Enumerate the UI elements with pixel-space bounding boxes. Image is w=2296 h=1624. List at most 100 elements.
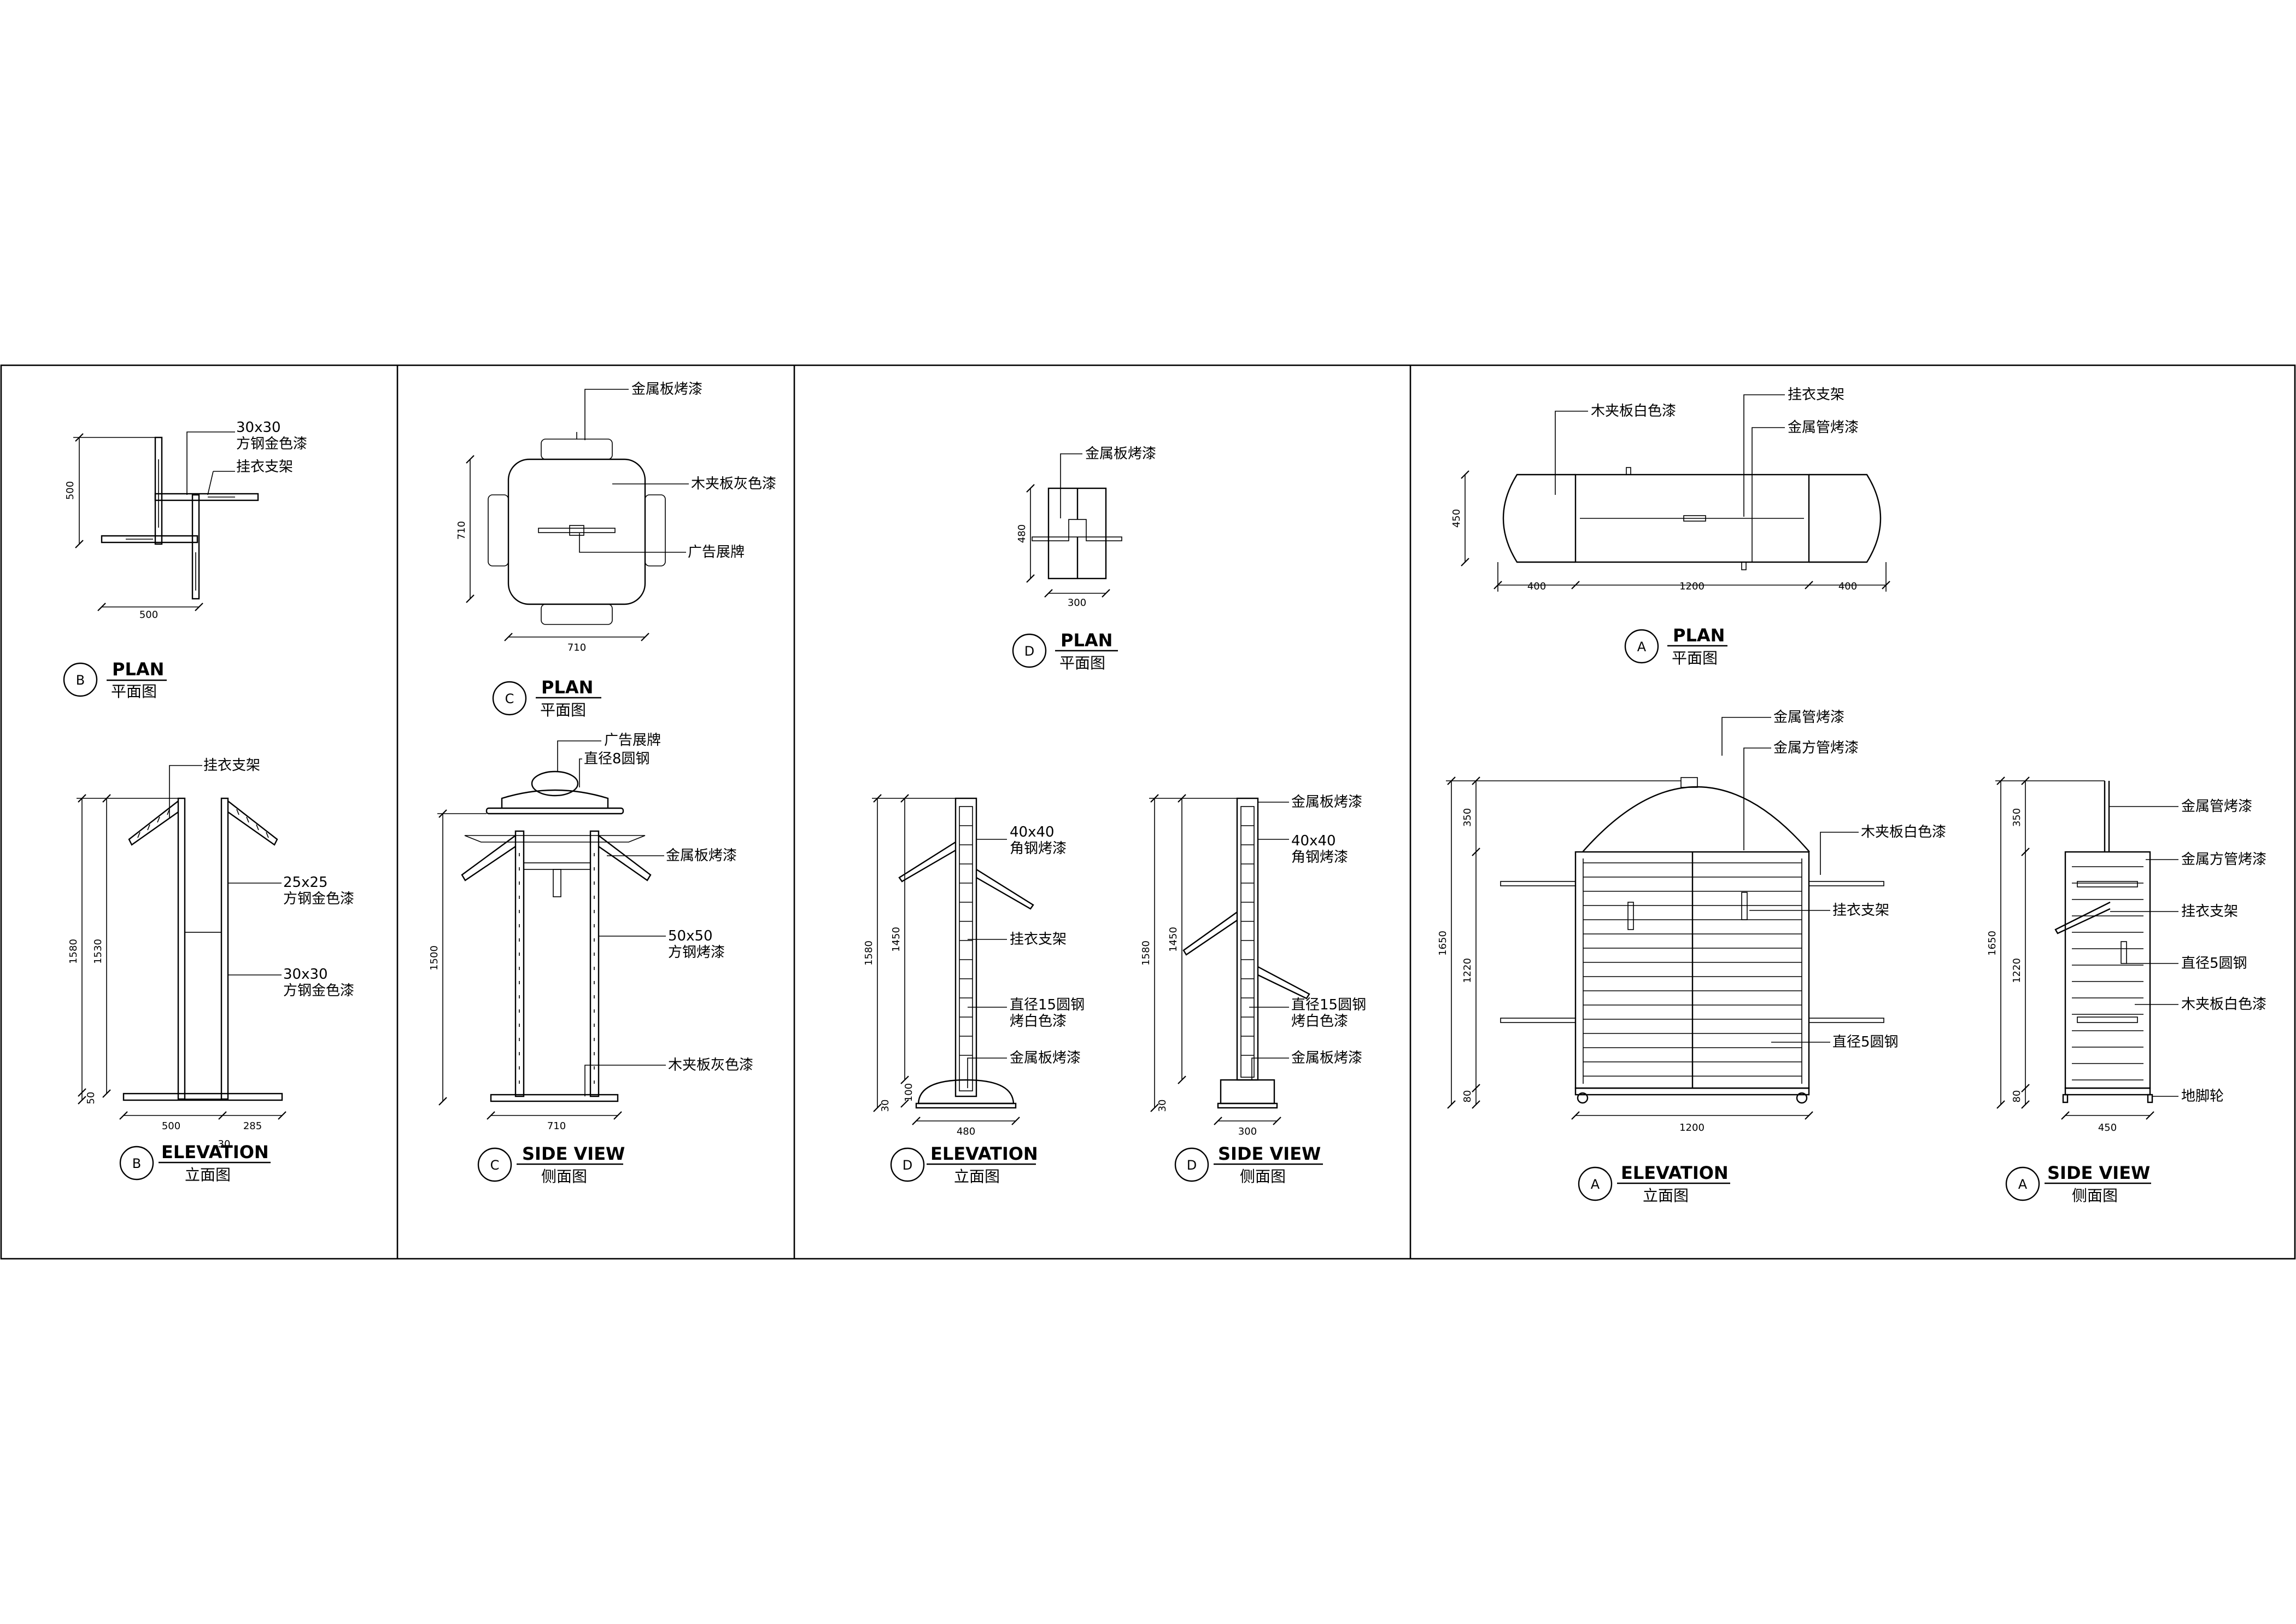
d-side-dim-total: 1580: [1140, 940, 1152, 966]
d-plan-title-zh: 平面图: [1059, 654, 1105, 672]
d-plan-title-tag: D: [1024, 644, 1034, 659]
c-plan-callout-sign: 广告展牌: [688, 544, 745, 560]
c-side-dim-height: 1500: [429, 945, 440, 971]
b-elev-title-tag: B: [132, 1156, 141, 1171]
a-side-callout-square: 金属方管烤漆: [2181, 851, 2266, 868]
d-elevation-callouts: 40x40 角钢烤漆 挂衣支架 直径15圆钢 烤白色漆 金属板烤漆: [967, 824, 1085, 1088]
d-plan-drawing: [1032, 487, 1122, 580]
a-side-dim-body: 1220: [2011, 958, 2023, 983]
b-plan-dims: 500 500: [65, 433, 203, 621]
d-elev-title-zh: 立面图: [954, 1167, 1000, 1185]
a-side-callout-wood: 木夹板白色漆: [2181, 996, 2266, 1013]
d-side-dims: 1580 1450 30 300: [1140, 794, 1281, 1137]
a-side-dim-top: 350: [2011, 808, 2023, 827]
a-side-dims: 350 1650 1220 80 450: [1987, 776, 2154, 1134]
b-elev-dim-base: 50: [85, 1092, 97, 1105]
d-elev-callout-hanger: 挂衣支架: [1010, 931, 1067, 948]
d-elev-dim-foot: 30: [880, 1100, 891, 1112]
d-side-dim-column: 1450: [1168, 927, 1179, 952]
a-plan-dim-depth: 450: [1451, 509, 1462, 528]
a-plan-dim-center: 1200: [1679, 581, 1705, 592]
c-plan-dims: 710 710: [456, 455, 649, 653]
c-plan-callout-metal: 金属板烤漆: [631, 381, 702, 398]
b-elev-dim-upper: 1530: [92, 939, 104, 964]
d-elev-dim-column: 1450: [891, 927, 902, 952]
a-side-callout-caster: 地脚轮: [2181, 1088, 2224, 1105]
panel-d: 480 300 金属板烤漆 D PLAN 平面图: [863, 446, 1366, 1185]
d-side-callout-angle: 角钢烤漆: [1291, 849, 1348, 866]
d-side-title: D SIDE VIEW 侧面图: [1174, 1143, 1323, 1185]
b-plan-dim-horz: 500: [139, 609, 158, 621]
a-side-callout-rod: 直径5圆钢: [2181, 955, 2247, 972]
a-side-dim-width: 450: [2098, 1122, 2117, 1134]
b-elevation-drawing: [122, 797, 283, 1101]
d-plan-dims: 480 300: [1016, 484, 1110, 609]
a-elev-title-tag: A: [1591, 1177, 1600, 1192]
c-side-callout-wood: 木夹板灰色漆: [668, 1057, 753, 1073]
panel-c: 710 710 金属板烤漆 木夹板灰色漆 广告展牌 C PLAN 平面图: [429, 381, 776, 1185]
c-side-drawing: [461, 770, 652, 1102]
b-plan-callout-finish: 方钢金色漆: [236, 436, 307, 452]
b-plan-dim-vert: 500: [65, 481, 76, 500]
a-side-title: A SIDE VIEW 侧面图: [2005, 1162, 2151, 1205]
a-side-callout-tube: 金属管烤漆: [2181, 798, 2252, 815]
b-elev-dim-arm: 285: [243, 1120, 262, 1132]
d-elevation-dims: 1580 1450 100 30 480: [863, 794, 1020, 1137]
c-plan-drawing: [488, 432, 666, 625]
a-plan-title-en: PLAN: [1673, 625, 1725, 646]
sheet-frame: [0, 364, 2296, 1260]
c-side-title-en: SIDE VIEW: [522, 1143, 625, 1164]
b-plan-callout-size: 30x30: [236, 419, 281, 436]
c-side-title-tag: C: [490, 1158, 500, 1173]
d-side-dim-width: 300: [1238, 1126, 1257, 1137]
c-side-callout-rod: 直径8圆钢: [584, 751, 650, 767]
d-elevation-drawing: [898, 797, 1034, 1109]
d-elev-callout-angle: 角钢烤漆: [1010, 840, 1067, 857]
b-elev-callout-hanger: 挂衣支架: [203, 757, 260, 774]
d-elev-dim-width: 480: [957, 1126, 975, 1137]
c-side-callouts: 广告展牌 直径8圆钢 金属板烤漆 50x50 方钢烤漆 木夹板灰色漆: [557, 732, 753, 1096]
c-side-title-zh: 侧面图: [541, 1167, 587, 1185]
b-elev-dim-total: 1580: [68, 939, 79, 964]
d-side-title-en: SIDE VIEW: [1218, 1143, 1321, 1164]
b-elev-callout-finish2: 方钢金色漆: [283, 983, 354, 999]
a-elev-title-en: ELEVATION: [1621, 1162, 1729, 1183]
d-side-callouts: 金属板烤漆 40x40 角钢烤漆 直径15圆钢 烤白色漆 金属板烤漆: [1249, 794, 1366, 1080]
d-plan-title: D PLAN 平面图: [1012, 630, 1118, 672]
a-plan-dim-right: 400: [1838, 581, 1857, 592]
c-plan-dim-vert: 710: [456, 521, 467, 540]
a-side-title-en: SIDE VIEW: [2047, 1162, 2150, 1183]
a-elev-callout-rod: 直径5圆钢: [1832, 1034, 1899, 1050]
b-plan-title-tag: B: [76, 673, 85, 688]
a-plan-dim-left: 400: [1527, 581, 1546, 592]
b-elev-callout-size1: 25x25: [283, 874, 328, 891]
a-side-callout-hanger: 挂衣支架: [2181, 903, 2238, 920]
d-plan-dim-horz: 300: [1068, 597, 1086, 609]
c-side-callout-metal: 金属板烤漆: [666, 848, 737, 864]
d-side-title-zh: 侧面图: [1240, 1167, 1286, 1185]
a-elevation-title: A ELEVATION 立面图: [1578, 1162, 1730, 1205]
a-elevation-drawing: [1500, 777, 1884, 1104]
a-side-dim-total: 1650: [1987, 931, 1998, 956]
b-plan-title-en: PLAN: [112, 659, 164, 680]
d-elev-callout-paint: 烤白色漆: [1010, 1013, 1067, 1030]
b-elevation-dims: 1580 1530 50 500 285 30: [68, 794, 286, 1150]
a-plan-title-zh: 平面图: [1672, 649, 1718, 667]
panel-b: 500 500 30x30 方钢金色漆 挂衣支架 B PLAN 平面图: [63, 419, 354, 1184]
a-side-dim-base: 80: [2011, 1090, 2023, 1103]
d-elev-callout-size: 40x40: [1010, 824, 1055, 840]
a-side-title-zh: 侧面图: [2072, 1187, 2118, 1205]
b-plan-callout-hanger: 挂衣支架: [236, 459, 293, 475]
d-elev-dim-total: 1580: [863, 940, 875, 966]
a-plan-drawing: [1502, 467, 1882, 570]
d-side-callout-metal: 金属板烤漆: [1291, 1050, 1362, 1066]
b-plan-drawing: [101, 436, 259, 600]
a-elev-callout-tube: 金属管烤漆: [1773, 709, 1844, 726]
b-elevation-title: B ELEVATION 立面图: [119, 1142, 271, 1184]
b-elev-title-en: ELEVATION: [161, 1142, 269, 1162]
d-side-dim-foot: 30: [1157, 1100, 1168, 1112]
b-plan-title: B PLAN 平面图: [63, 659, 167, 700]
a-elevation-dims: 350 1650 1220 80 1200: [1437, 776, 1813, 1134]
c-plan-title-tag: C: [505, 691, 514, 706]
